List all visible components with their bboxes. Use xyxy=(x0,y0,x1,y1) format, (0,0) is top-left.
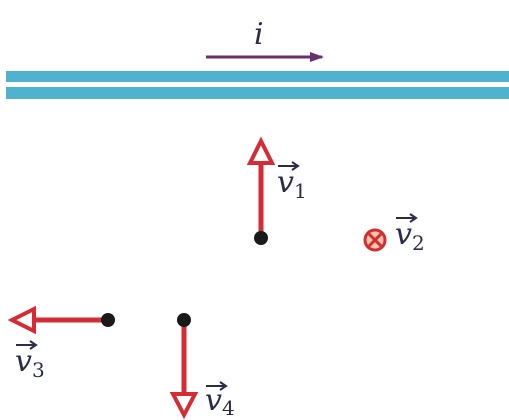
svg-text:v2: v2 xyxy=(395,217,425,255)
velocity-4-subscript: 4 xyxy=(222,396,235,420)
svg-text:v1: v1 xyxy=(277,165,307,203)
velocity-2-label: v2 xyxy=(395,213,425,255)
particle-1 xyxy=(254,231,268,245)
velocity-4-arrow xyxy=(169,320,199,420)
velocity-3-label: v3 xyxy=(15,340,45,382)
velocity-1-symbol: v xyxy=(277,165,294,200)
velocity-3-arrow xyxy=(7,305,108,335)
velocity-2-subscript: 2 xyxy=(412,231,425,255)
svg-text:v3: v3 xyxy=(15,344,45,382)
velocity-4-label: v4 xyxy=(205,381,235,420)
velocity-1-label: v1 xyxy=(277,161,307,203)
wire xyxy=(6,71,509,99)
velocity-1-subscript: 1 xyxy=(294,179,307,203)
velocity-3-subscript: 3 xyxy=(32,358,45,382)
velocity-2-into-page-icon xyxy=(363,228,387,252)
particle-3 xyxy=(101,313,115,327)
velocity-4-symbol: v xyxy=(205,383,222,418)
velocity-2-symbol: v xyxy=(395,217,412,252)
velocity-1-arrow xyxy=(246,136,276,238)
particle-4 xyxy=(177,313,191,327)
svg-text:v4: v4 xyxy=(205,383,235,420)
velocity-3-symbol: v xyxy=(15,344,32,379)
current-label: i xyxy=(254,17,264,52)
